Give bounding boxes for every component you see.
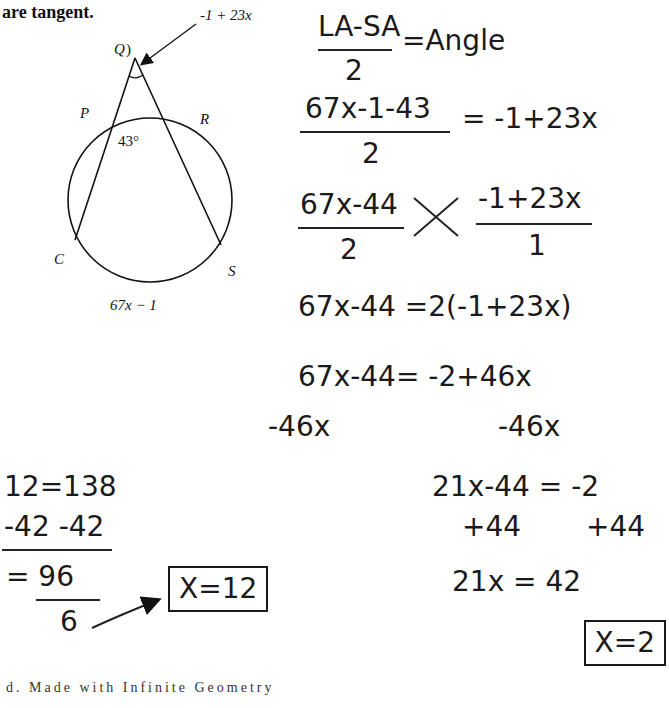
arc-expression: 67x − 1 <box>110 296 157 314</box>
handwritten-work: -42 -42 <box>4 510 104 544</box>
point-label: S <box>228 262 236 280</box>
handwritten-work: 67x-1-43 <box>305 92 431 126</box>
leader-arrow <box>142 24 196 64</box>
handwritten-work: 21x-44 = -2 <box>432 470 599 504</box>
circle <box>68 118 232 282</box>
handwritten-work: 2 <box>362 137 380 171</box>
fraction-bar <box>318 49 392 51</box>
angle-expression: -1 + 23x <box>200 6 252 24</box>
angle-arc <box>129 75 143 78</box>
answer-box: X=2 <box>584 620 666 666</box>
cross-mark <box>414 198 458 236</box>
handwritten-work: 67x-44= -2+46x <box>298 360 532 394</box>
answer-box: X=12 <box>168 566 268 612</box>
handwritten-work: +44 <box>586 510 645 544</box>
handwritten-work: =Angle <box>402 24 505 58</box>
handwritten-work: 67x-44 =2(-1+23x) <box>298 290 572 324</box>
answer-text: X=2 <box>595 626 655 659</box>
handwritten-work: -46x <box>498 410 560 444</box>
underline <box>2 549 112 551</box>
fraction-bar <box>36 599 100 601</box>
arc-measure: 43° <box>118 132 139 150</box>
point-label: Q <box>114 40 125 58</box>
fraction-bar <box>300 131 450 133</box>
handwritten-work: 67x-44 <box>300 188 398 222</box>
handwritten-work: -46x <box>268 410 330 444</box>
handwritten-work: 6 <box>60 605 78 639</box>
handwritten-work: = -1+23x <box>462 102 598 136</box>
handwritten-work: 21x = 42 <box>452 565 581 599</box>
handwritten-work: 12=138 <box>4 470 117 504</box>
point-label: R <box>200 110 209 128</box>
problem-fragment: ) <box>126 40 131 58</box>
handwritten-work: +44 <box>462 510 521 544</box>
answer-arrow <box>92 600 158 628</box>
fraction-bar <box>476 223 592 225</box>
fraction-bar <box>298 227 404 229</box>
handwritten-work: 2 <box>340 233 358 267</box>
handwritten-work: -1+23x <box>478 182 582 216</box>
heading-fragment: are tangent. <box>2 2 94 24</box>
cross-mark <box>414 198 458 236</box>
secant-line <box>135 58 221 245</box>
point-label: P <box>80 104 89 122</box>
answer-text: X=12 <box>179 572 257 605</box>
handwritten-work: 1 <box>528 229 546 263</box>
handwritten-work: = 96 <box>6 560 74 594</box>
footer-text: d. Made with Infinite Geometry <box>6 680 274 697</box>
handwritten-work: 2 <box>345 54 363 88</box>
point-label: C <box>54 250 64 268</box>
handwritten-work: LA-SA <box>318 10 400 44</box>
